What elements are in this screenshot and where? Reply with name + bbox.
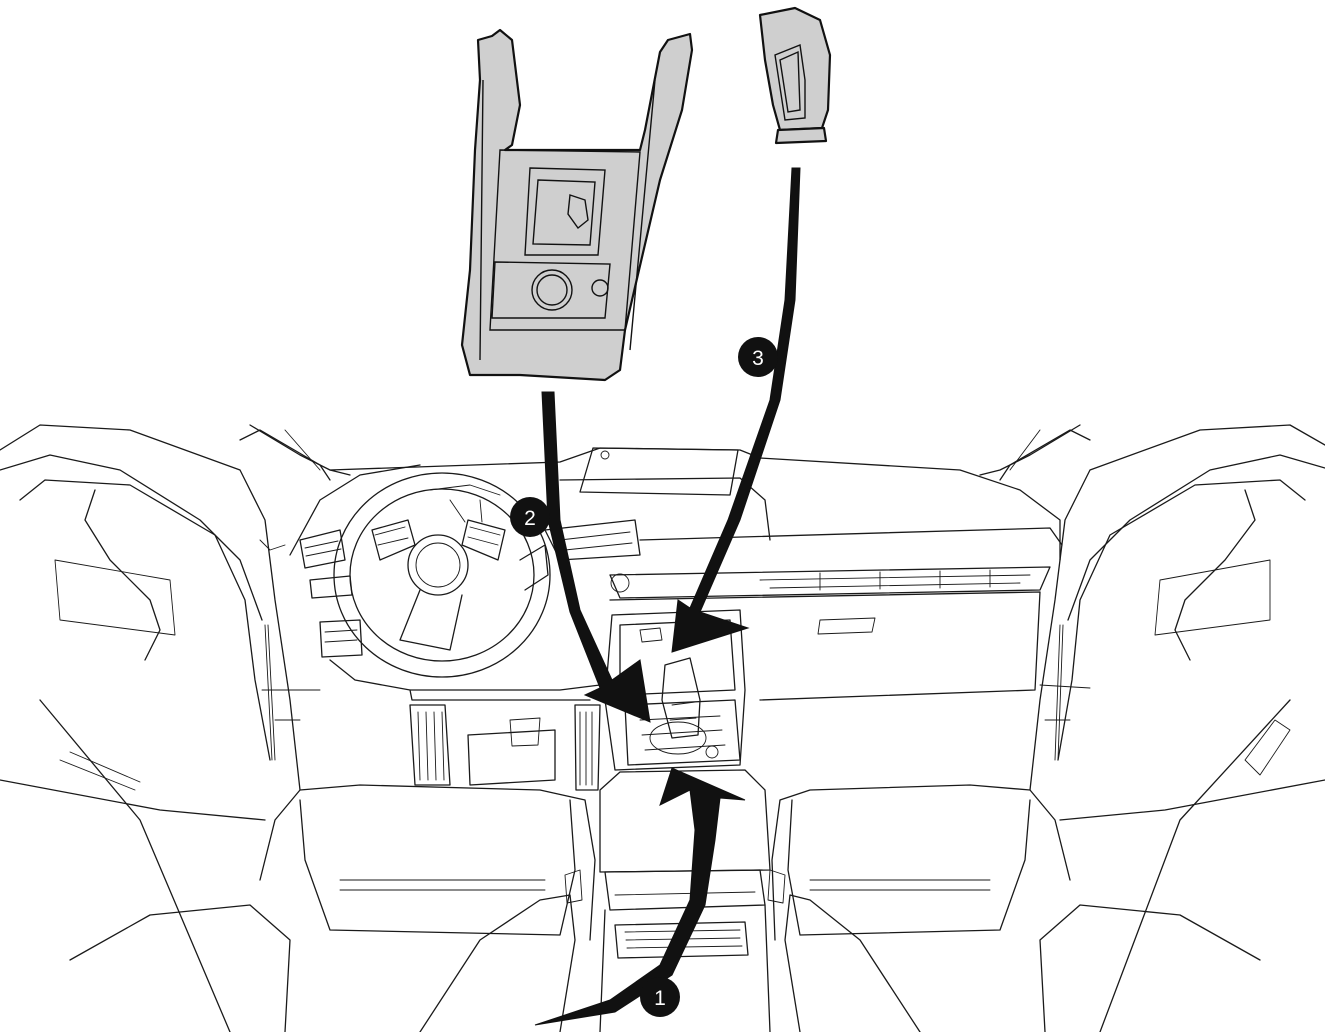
callout-2-label: 2 (524, 507, 536, 530)
console-panel-part (462, 30, 692, 380)
callout-3-label: 3 (752, 347, 764, 370)
pedals (410, 705, 600, 790)
callout-1: 1 (640, 977, 680, 1017)
left-door (0, 425, 330, 1032)
callout-2: 2 (510, 497, 550, 537)
shift-knob-part (760, 8, 830, 143)
arrow-2 (542, 392, 650, 722)
lower-dash (330, 660, 600, 700)
callout-1-label: 1 (654, 987, 666, 1010)
right-seat (768, 785, 1260, 1032)
center-display (580, 448, 738, 495)
right-door (1000, 425, 1325, 1032)
callout-3: 3 (738, 337, 778, 377)
installed-shift-lever (662, 658, 700, 738)
car-interior-drawing (0, 425, 1325, 1032)
windshield (250, 425, 1080, 475)
left-seat (70, 785, 595, 1032)
